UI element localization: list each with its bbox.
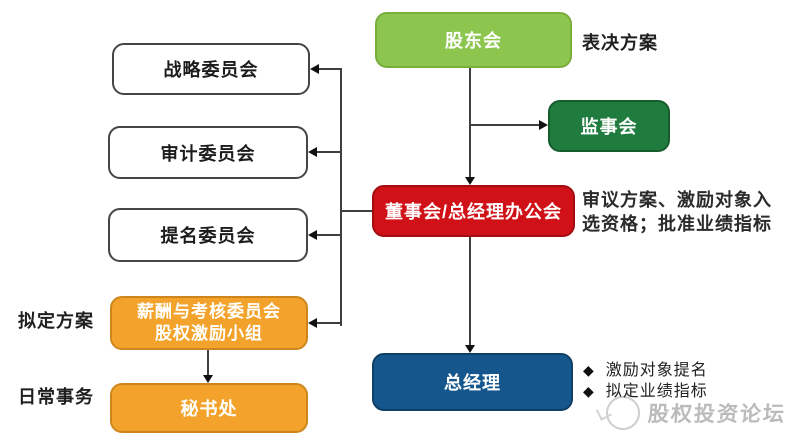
node-gm-label: 总经理 xyxy=(444,373,501,393)
arrowhead-into-audit xyxy=(308,147,317,157)
node-shareholders-label: 股东会 xyxy=(445,31,502,51)
node-compensation-committee: 薪酬与考核委员会 股权激励小组 xyxy=(110,296,308,350)
node-strategy-committee: 战略委员会 xyxy=(112,43,310,95)
annotation-board-review-note: 审议方案、激励对象入 选资格；批准业绩指标 xyxy=(582,188,772,236)
node-secretariat: 秘书处 xyxy=(110,383,308,433)
gm-bullet-list: ◆ 激励对象提名 ◆ 拟定业绩指标 xyxy=(583,360,708,402)
node-nomination-committee: 提名委员会 xyxy=(108,208,308,262)
annotation-board-review-note-line1: 审议方案、激励对象入 xyxy=(582,190,772,210)
arrowhead-into-supervisory xyxy=(539,120,548,130)
node-audit-label: 审计委员会 xyxy=(160,143,256,164)
connector-to-strategy xyxy=(319,68,341,70)
connector-board-left-stub xyxy=(340,210,372,212)
node-supervisory-label: 监事会 xyxy=(580,117,638,137)
connector-compensation-to-secretariat xyxy=(207,350,209,375)
connector-to-nomination xyxy=(317,234,341,236)
arrowhead-into-board-top xyxy=(465,177,475,185)
gm-bullet-item: ◆ 拟定业绩指标 xyxy=(583,381,708,402)
node-supervisory-board: 监事会 xyxy=(548,100,670,152)
gm-bullet-text-1: 激励对象提名 xyxy=(605,362,708,379)
connector-to-compensation xyxy=(317,322,341,324)
node-shareholders-meeting: 股东会 xyxy=(375,12,572,68)
node-compensation-label-line2: 股权激励小组 xyxy=(155,324,263,343)
arrowhead-into-compensation xyxy=(308,318,317,328)
arrowhead-into-secretariat xyxy=(203,375,213,383)
annotation-vote-plan: 表决方案 xyxy=(582,33,658,53)
arrowhead-into-nomination xyxy=(308,230,317,240)
diamond-bullet-icon: ◆ xyxy=(583,362,595,378)
annotation-draft-plan: 拟定方案 xyxy=(18,311,94,331)
connector-board-to-gm xyxy=(469,237,471,345)
node-strategy-label: 战略委员会 xyxy=(163,60,259,80)
arrowhead-into-gm-top xyxy=(465,345,475,353)
node-general-manager: 总经理 xyxy=(372,353,573,411)
node-secretariat-label: 秘书处 xyxy=(180,399,238,419)
gm-bullet-text-2: 拟定业绩指标 xyxy=(605,383,708,400)
node-board-gm-office: 董事会/总经理办公会 xyxy=(372,185,575,237)
connector-shareholders-to-board xyxy=(469,68,471,177)
diamond-bullet-icon: ◆ xyxy=(583,383,595,399)
node-compensation-label-line1: 薪酬与考核委员会 xyxy=(137,301,281,321)
connector-left-tree-vertical xyxy=(340,68,342,326)
node-audit-committee: 审计委员会 xyxy=(108,126,308,179)
annotation-board-review-note-line2: 选资格；批准业绩指标 xyxy=(582,214,772,234)
watermark-text: 股权投资论坛 xyxy=(647,403,787,426)
connector-to-audit xyxy=(317,151,341,153)
gm-bullet-item: ◆ 激励对象提名 xyxy=(583,360,708,381)
node-board-label: 董事会/总经理办公会 xyxy=(384,202,562,222)
connector-branch-to-supervisory xyxy=(469,124,539,126)
node-nomination-label: 提名委员会 xyxy=(160,226,256,246)
arrowhead-into-strategy xyxy=(310,64,319,74)
annotation-daily-affairs: 日常事务 xyxy=(18,387,94,407)
